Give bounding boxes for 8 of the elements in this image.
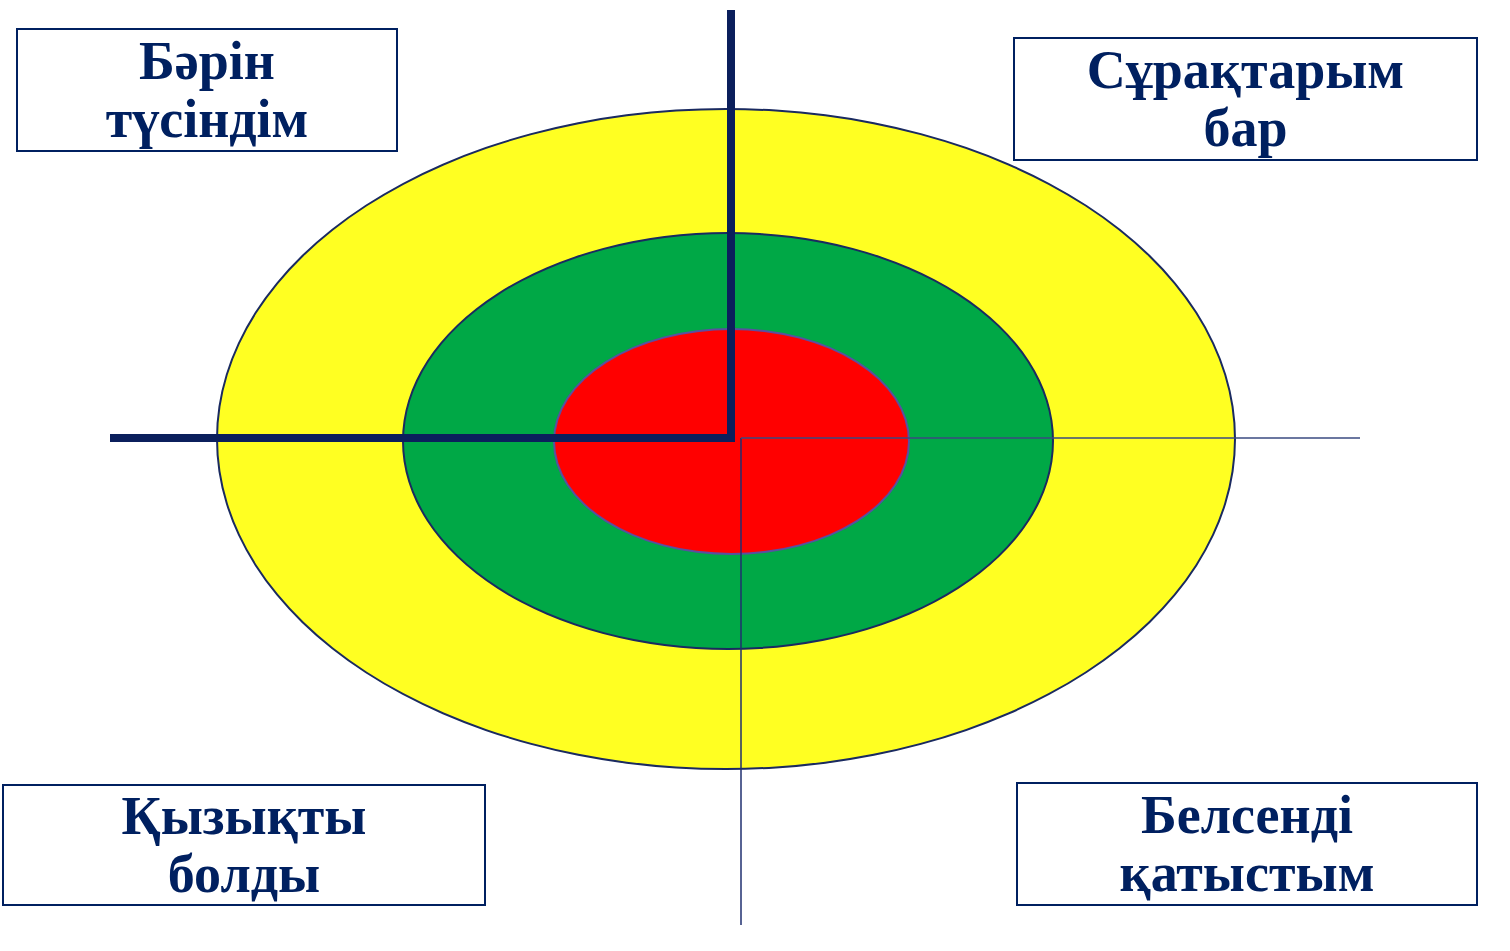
feedback-card — [16, 28, 398, 152]
feedback-label: Сұрақтарым бар — [1086, 40, 1405, 158]
feedback-label: Қызықты болды — [121, 786, 367, 904]
feedback-card — [1013, 37, 1478, 161]
feedback-card — [1016, 782, 1478, 906]
feedback-label: Бәрін түсіндім — [105, 31, 309, 149]
feedback-card — [2, 784, 486, 906]
feedback-label: Белсенді қатыстым — [1119, 785, 1375, 903]
